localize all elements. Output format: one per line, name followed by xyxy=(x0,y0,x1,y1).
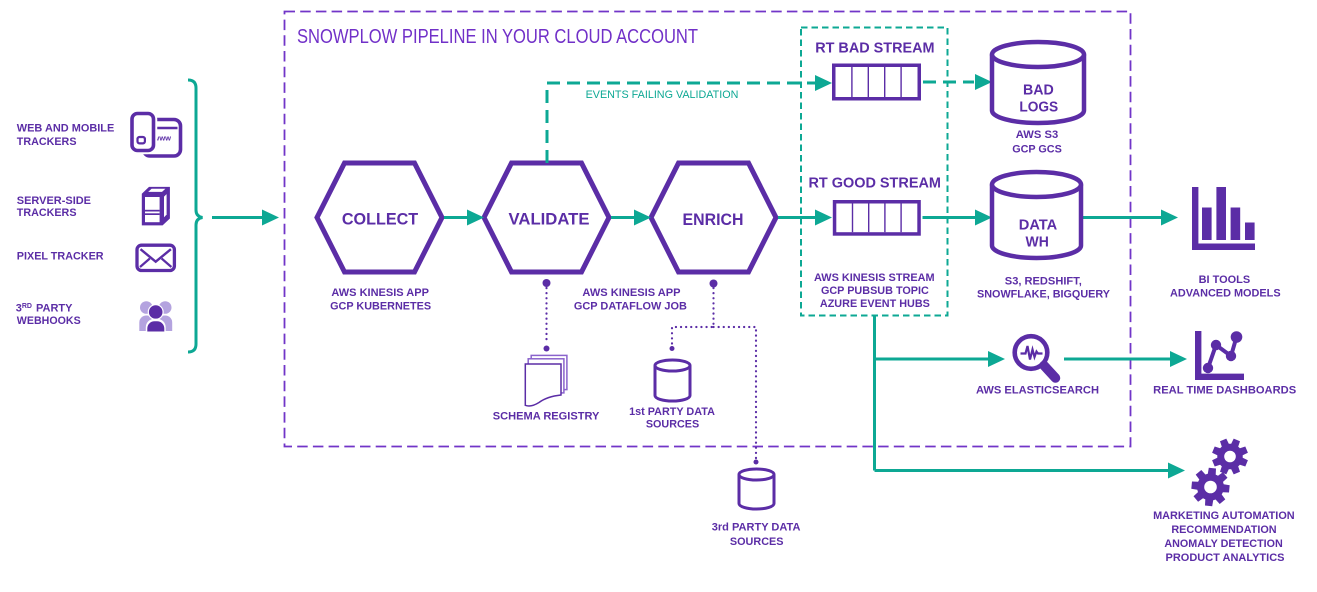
svg-text:BI TOOLS: BI TOOLS xyxy=(1199,274,1251,286)
svg-text:TRACKERS: TRACKERS xyxy=(17,136,77,148)
svg-text:SCHEMA REGISTRY: SCHEMA REGISTRY xyxy=(493,411,600,423)
svg-text:DATA: DATA xyxy=(1019,218,1058,234)
svg-text:RT BAD STREAM: RT BAD STREAM xyxy=(815,39,934,56)
svg-text:ADVANCED MODELS: ADVANCED MODELS xyxy=(1170,288,1281,300)
svg-text:AWS KINESIS APP: AWS KINESIS APP xyxy=(331,287,429,299)
svg-text:RT GOOD STREAM: RT GOOD STREAM xyxy=(808,175,941,192)
svg-text:ANOMALY DETECTION: ANOMALY DETECTION xyxy=(1164,538,1282,550)
svg-text:www: www xyxy=(153,134,172,143)
svg-text:3rd PARTY DATA: 3rd PARTY DATA xyxy=(712,521,801,533)
svg-text:VALIDATE: VALIDATE xyxy=(509,211,590,229)
svg-text:REAL TIME DASHBOARDS: REAL TIME DASHBOARDS xyxy=(1153,385,1296,397)
svg-text:PIXEL TRACKER: PIXEL TRACKER xyxy=(17,251,104,263)
svg-text:1st PARTY DATA: 1st PARTY DATA xyxy=(629,406,715,418)
svg-text:GCP KUBERNETES: GCP KUBERNETES xyxy=(330,301,431,313)
svg-text:EVENTS FAILING VALIDATION: EVENTS FAILING VALIDATION xyxy=(586,89,739,101)
svg-text:COLLECT: COLLECT xyxy=(342,211,418,229)
svg-text:PRODUCT ANALYTICS: PRODUCT ANALYTICS xyxy=(1166,552,1285,564)
svg-text:GCP DATAFLOW JOB: GCP DATAFLOW JOB xyxy=(574,301,687,313)
svg-text:TRACKERS: TRACKERS xyxy=(17,207,77,219)
svg-text:SNOWPLOW PIPELINE IN YOUR CLOU: SNOWPLOW PIPELINE IN YOUR CLOUD ACCOUNT xyxy=(297,25,698,48)
svg-text:SERVER-SIDE: SERVER-SIDE xyxy=(17,195,91,207)
svg-text:MARKETING AUTOMATION: MARKETING AUTOMATION xyxy=(1153,510,1295,522)
svg-text:WEBHOOKS: WEBHOOKS xyxy=(17,315,81,327)
svg-text:GCP PUBSUB TOPIC: GCP PUBSUB TOPIC xyxy=(821,285,929,297)
svg-text:ENRICH: ENRICH xyxy=(683,211,744,229)
svg-text:SOURCES: SOURCES xyxy=(730,536,784,548)
svg-text:RECOMMENDATION: RECOMMENDATION xyxy=(1171,524,1276,536)
svg-text:S3, REDSHIFT,: S3, REDSHIFT, xyxy=(1005,275,1082,287)
svg-text:3RD PARTY: 3RD PARTY xyxy=(16,303,73,315)
svg-text:WEB AND MOBILE: WEB AND MOBILE xyxy=(17,122,115,134)
svg-text:WH: WH xyxy=(1026,234,1049,250)
svg-text:AWS S3: AWS S3 xyxy=(1016,129,1058,141)
svg-text:SNOWFLAKE, BIGQUERY: SNOWFLAKE, BIGQUERY xyxy=(977,288,1111,300)
svg-text:AWS KINESIS APP: AWS KINESIS APP xyxy=(582,287,680,299)
svg-text:GCP GCS: GCP GCS xyxy=(1012,144,1062,156)
svg-text:LOGS: LOGS xyxy=(1019,99,1058,115)
svg-text:AWS KINESIS STREAM: AWS KINESIS STREAM xyxy=(814,272,935,284)
svg-text:AWS ELASTICSEARCH: AWS ELASTICSEARCH xyxy=(976,385,1099,397)
svg-text:AZURE EVENT HUBS: AZURE EVENT HUBS xyxy=(820,298,930,310)
svg-text:BAD: BAD xyxy=(1023,82,1054,98)
svg-text:SOURCES: SOURCES xyxy=(646,419,699,431)
